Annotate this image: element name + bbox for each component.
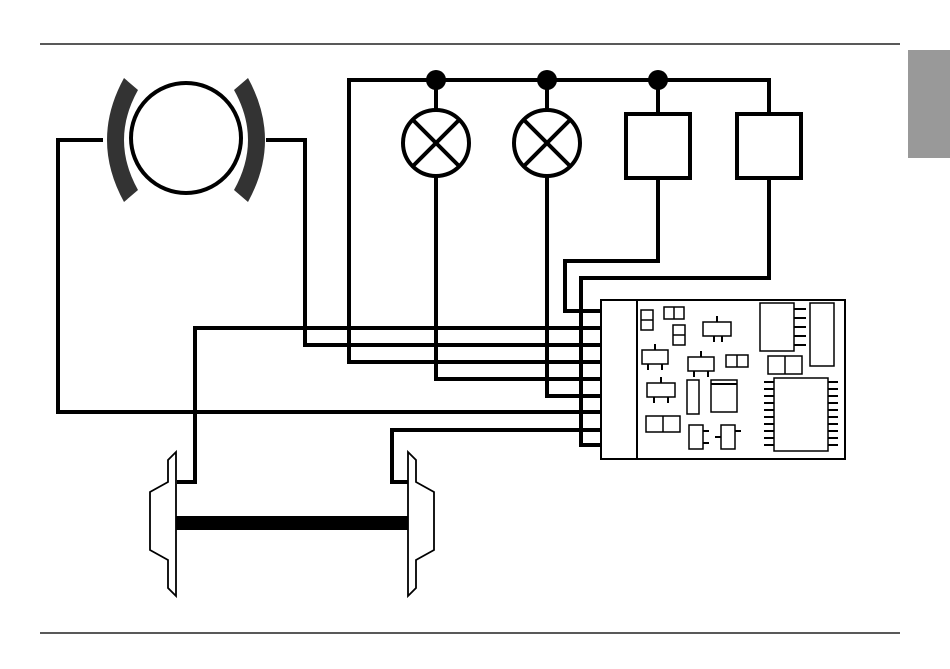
output-box: [626, 114, 690, 178]
wheel-right: [408, 452, 434, 596]
decoder-board: [601, 300, 845, 459]
output-wire-1: [565, 180, 658, 311]
decoder-connector: [601, 300, 637, 459]
output-box: [737, 114, 801, 178]
lamp-wire-1: [436, 176, 600, 379]
wheel-left: [150, 452, 176, 596]
axle: [175, 516, 411, 530]
lamp-icon: [403, 110, 469, 176]
motor-wire-left: [58, 140, 600, 412]
track-wire-left: [177, 328, 600, 482]
lamp-icon: [514, 110, 580, 176]
track-wire-right: [392, 430, 600, 482]
motor-icon: [107, 78, 265, 202]
